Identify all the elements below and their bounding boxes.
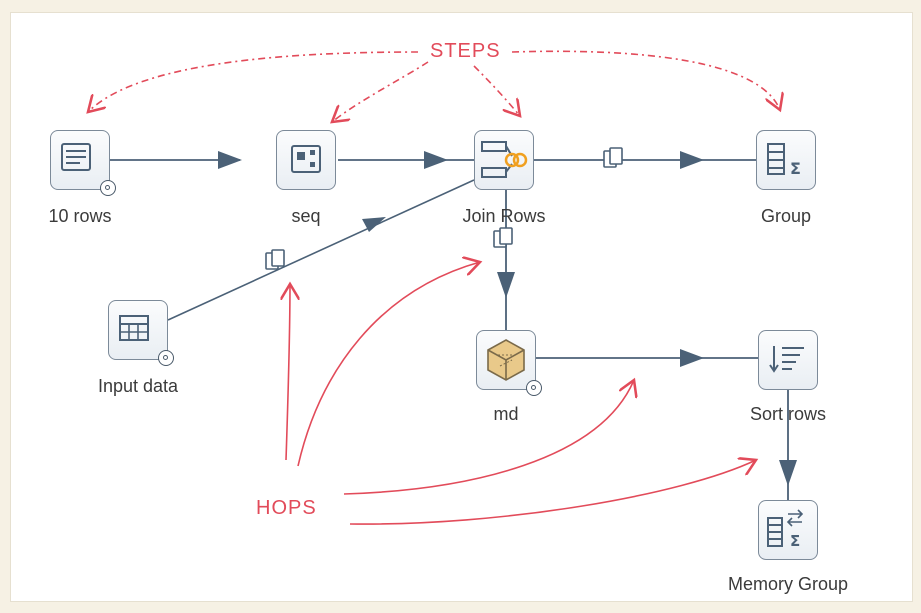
step-label-sort-rows: Sort rows (749, 404, 827, 424)
hop-sort-memory-arrow (779, 460, 797, 486)
memory-group-icon: Σ (767, 509, 804, 550)
sort-icon (769, 346, 804, 373)
steps-annotation-label: STEPS (430, 40, 501, 62)
hop-join-md-arrow (497, 272, 515, 298)
hops-annotation-label: HOPS (256, 497, 317, 519)
hop-input-join[interactable] (167, 179, 475, 321)
step-sort-rows[interactable] (758, 330, 818, 390)
step-join-rows[interactable] (474, 130, 534, 190)
copy-rows-icon (603, 147, 623, 168)
step-label-md: md (493, 404, 519, 424)
step-label-seq: seq (291, 206, 321, 226)
step-label-10-rows: 10 rows (48, 206, 112, 226)
hop-md-sort-arrow (680, 349, 704, 367)
hop-input-join-arrow (362, 217, 386, 232)
hops-annotation-arrows (286, 262, 756, 525)
cube-icon (487, 339, 525, 381)
join-icon (481, 141, 528, 178)
step-label-group: Group (760, 206, 812, 226)
gear-icon (158, 350, 174, 366)
sequence-icon (291, 145, 321, 173)
gear-icon (100, 180, 116, 196)
step-label-join-rows: Join Rows (462, 206, 546, 226)
step-10-rows[interactable] (50, 130, 116, 196)
gear-icon (526, 380, 542, 396)
step-memory-group[interactable]: Σ (758, 500, 818, 560)
hop-10rows-seq-arrow (218, 151, 242, 169)
step-seq[interactable] (276, 130, 336, 190)
svg-text:Σ: Σ (790, 159, 801, 178)
table-input-icon (119, 315, 149, 341)
step-md[interactable] (476, 330, 542, 396)
data-grid-icon (61, 143, 91, 171)
hop-join-group-arrow (680, 151, 704, 169)
group-by-icon: Σ (767, 143, 801, 178)
copy-rows-icon (265, 249, 285, 270)
step-input-data[interactable] (108, 300, 174, 366)
step-group[interactable]: Σ (756, 130, 816, 190)
steps-annotation-arrows (88, 50, 780, 122)
step-label-memory-group: Memory Group (727, 574, 849, 594)
svg-text:Σ: Σ (790, 532, 800, 550)
step-label-input-data: Input data (97, 376, 179, 396)
hop-seq-join-arrow (424, 151, 448, 169)
copy-rows-icon (493, 227, 513, 248)
